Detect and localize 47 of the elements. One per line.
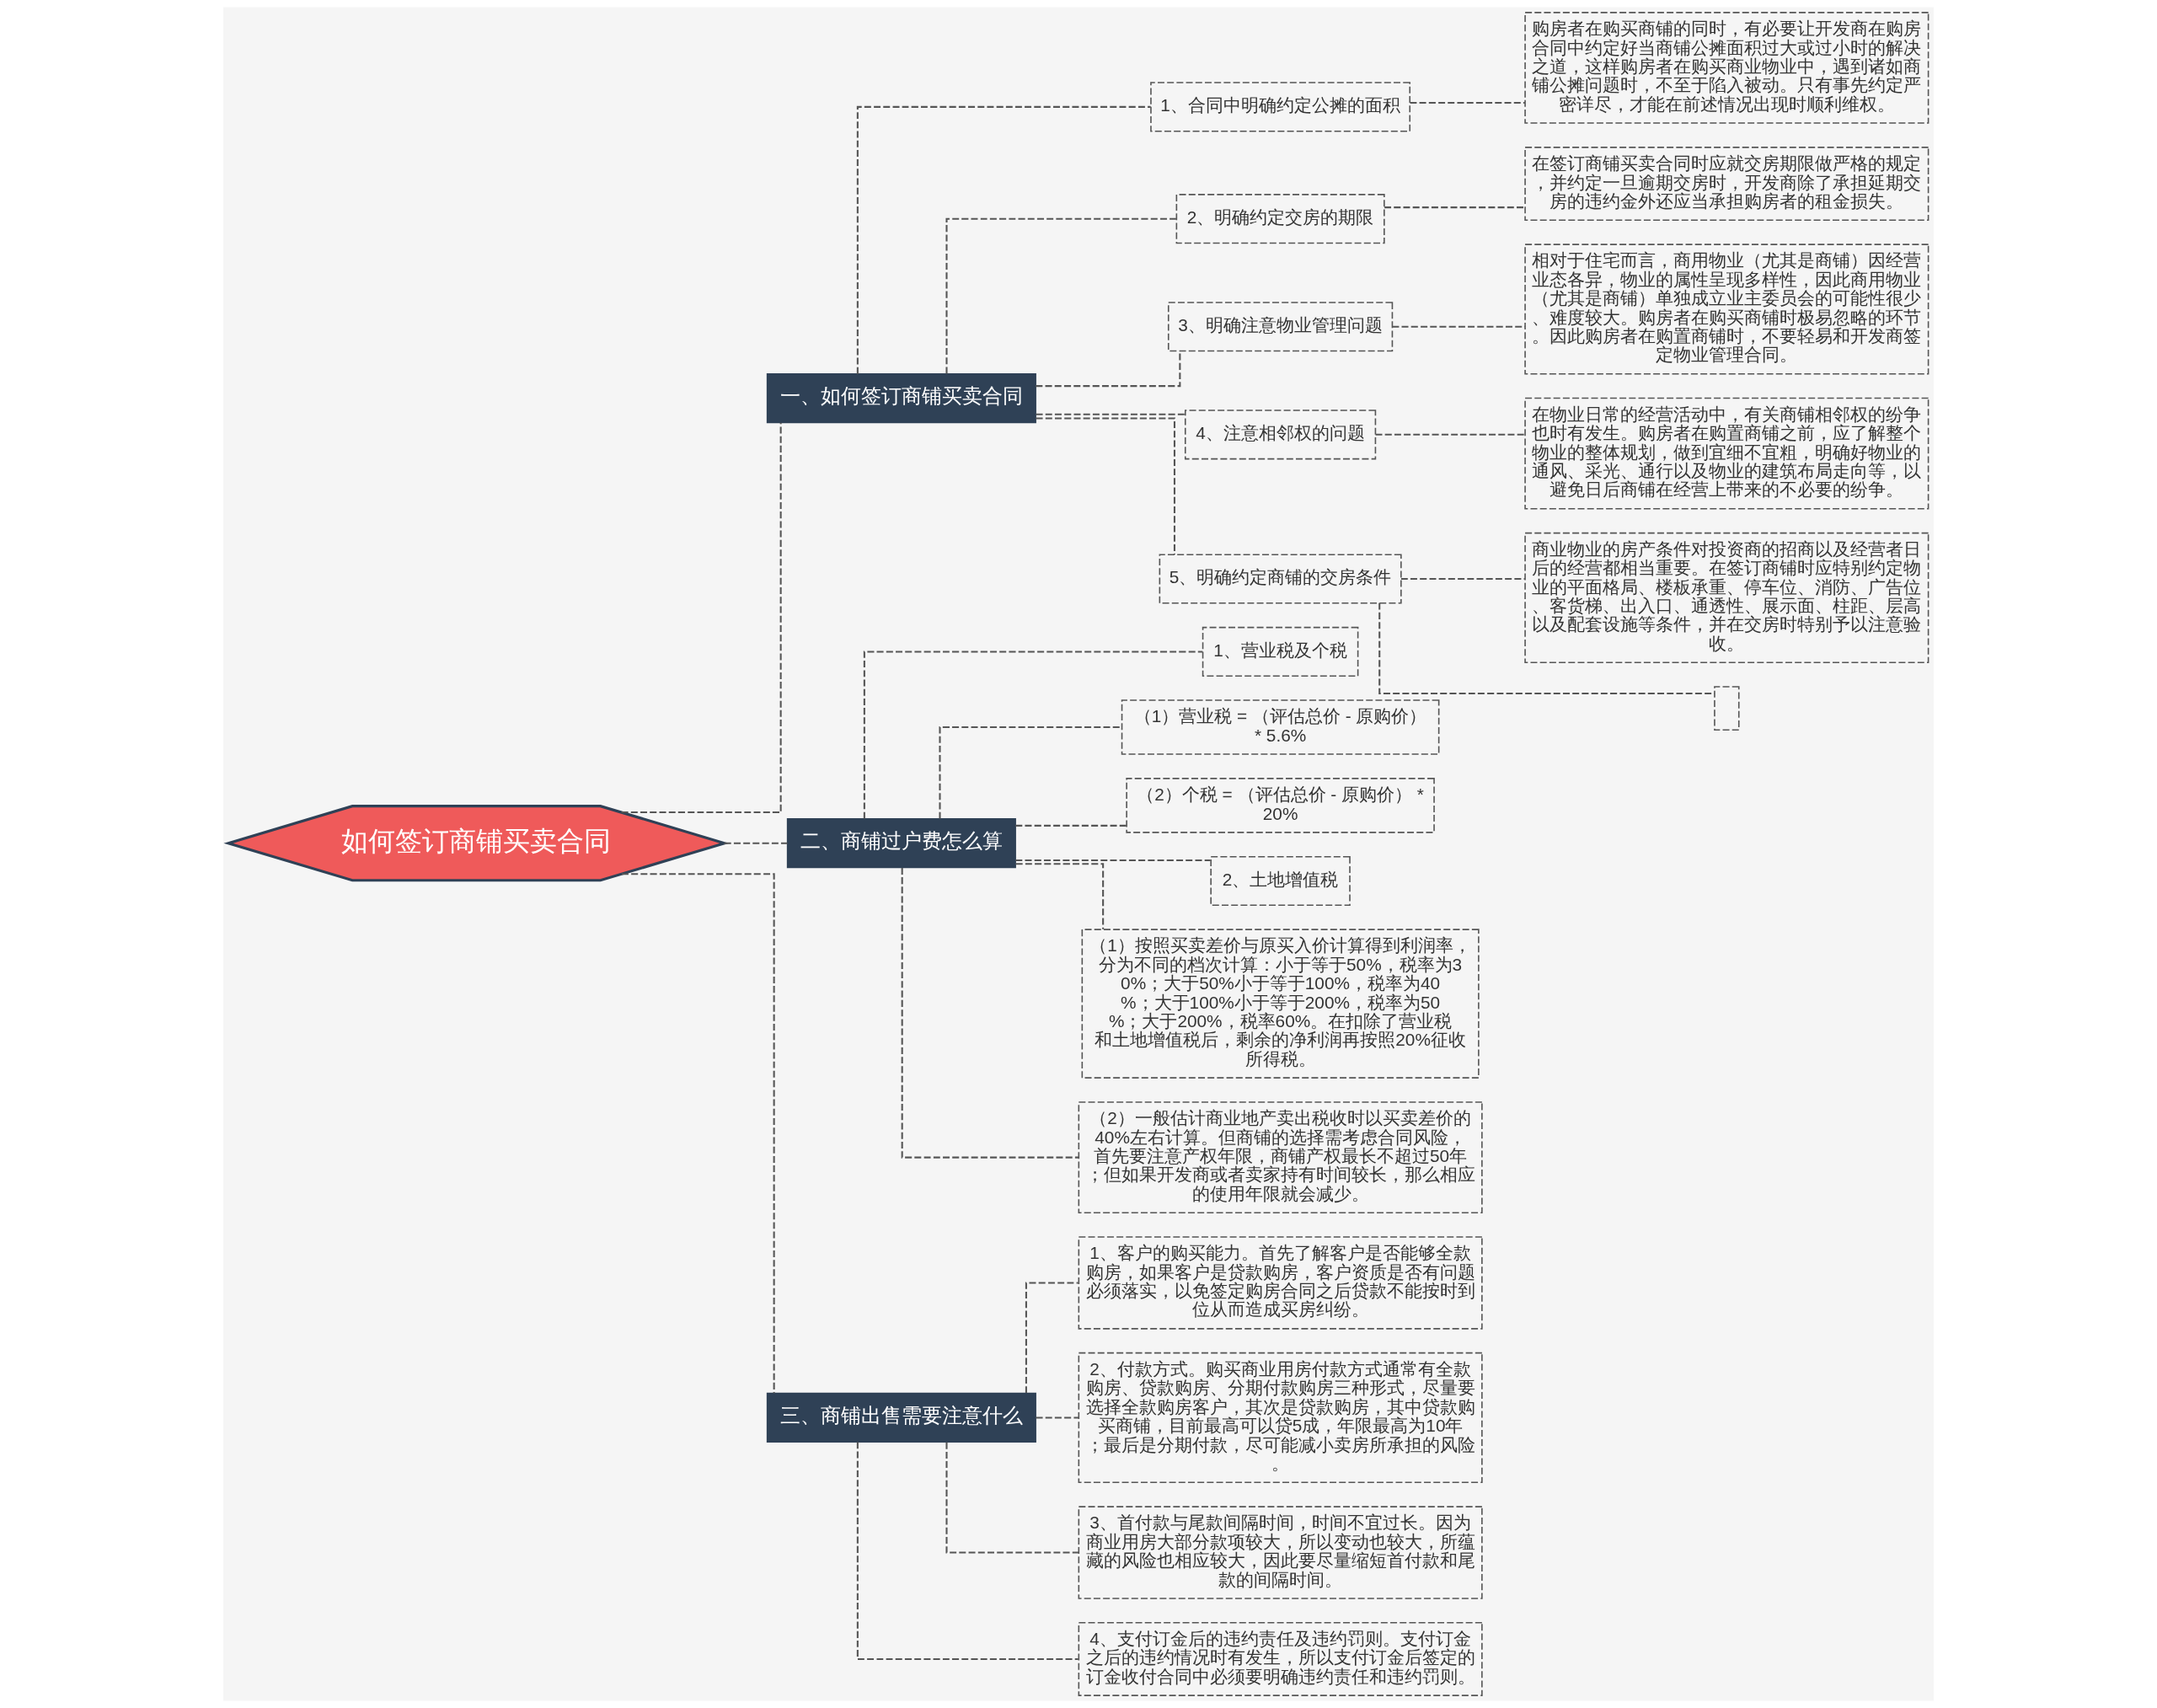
- node-box: 3、首付款与尾款间隔时间，时间不宜过长。因为商业用房大部分款项较大，所以变动也较大，所蕴藏的风险也相应较大，因此要尽量缩短首付款和尾款的间隔时间。: [1078, 1506, 1483, 1599]
- connector: [1025, 1282, 1078, 1394]
- connector: [945, 217, 1176, 374]
- connector: [1036, 413, 1186, 415]
- connector: [1015, 863, 1105, 929]
- node-box: 1、客户的购买能力。首先了解客户是否能够全款购房，如果客户是贷款购房，客户资质是否有问题必须落实，以免签定购房合同之后贷款不能按时到位从而造成买房纠纷。: [1078, 1236, 1483, 1330]
- node-box: 2、明确约定交房的期限: [1175, 194, 1385, 244]
- connector: [1400, 578, 1525, 581]
- connector: [901, 867, 1079, 1159]
- node-box: 相对于住宅而言，商用物业（尤其是商铺）因经营业态各异，物业的属性呈现多样性，因此商用物业（尤其是商铺）单独成立业主委员会的可能性很少、难度较大。购房者在购买商铺时极易忽略的环节。因此购房者在购置商铺时，不要轻易和开发商签定物业管理合同。: [1524, 244, 1930, 375]
- connector: [856, 105, 1151, 374]
- connector: [1036, 1416, 1079, 1419]
- node-box: 二、商铺过户费怎么算: [786, 818, 1016, 869]
- node-box: （2）一般估计商业地产卖出税收时以买卖差价的40%左右计算。但商铺的选择需考虑合同风险，首先要注意产权年限，商铺产权最长不超过50年；但如果开发商或者卖家持有时间较长，那么相应的使用年限就会减少。: [1078, 1101, 1483, 1213]
- node-box: 2、付款方式。购买商业用房付款方式通常有全款购房、贷款购房、分期付款购房三种形式，尽量要选择全款购房客户，其次是贷款购房，其中贷款购买商铺，目前最高可以贷5成，年限最高为10年；最后是分期付款，尽可能减小卖房所承担的风险。: [1078, 1352, 1483, 1484]
- node-box: （1）营业税 = （评估总价 - 原购价） * 5.6%: [1121, 699, 1440, 755]
- node-box: 4、支付订金后的违约责任及违约罚则。支付订金之后的违约情况时有发生，所以支付订金后签定的订金收付合同中必须要明确违约责任和违约罚则。: [1078, 1621, 1483, 1696]
- connector: [1378, 602, 1715, 695]
- node-box: [1714, 686, 1740, 731]
- connector: [1384, 206, 1525, 209]
- connector: [1036, 417, 1175, 555]
- node-box: 一、如何签订商铺买卖合同: [766, 372, 1036, 424]
- node-box: 三、商铺出售需要注意什么: [766, 1392, 1036, 1443]
- node-box: （1）按照买卖差价与原买入价计算得到利润率，分为不同的档次计算：小于等于50%，税率为30%；大于50%小于等于100%，税率为40%；大于100%小于等于200%，税率为50%；大于200%，税率60%。在扣除了营业税和土地增值税后，剩余的净利润再按照20%征收所得税。: [1081, 929, 1480, 1079]
- connector: [1392, 325, 1525, 328]
- connector: [945, 1442, 1079, 1554]
- connector: [939, 726, 1122, 819]
- connector: [621, 422, 782, 814]
- node-box: 在签订商铺买卖合同时应就交房期限做严格的规定，并约定一旦逾期交房时，开发商除了承担延期交房的违约金外还应当承担购房者的租金损失。: [1524, 147, 1930, 222]
- connector: [1410, 102, 1525, 104]
- connector: [863, 651, 1203, 819]
- node-box: 1、营业税及个税: [1202, 626, 1359, 677]
- connector: [1015, 824, 1127, 827]
- node-box: 商业物业的房产条件对投资商的招商以及经营者日后的经营都相当重要。在签订商铺时应特别约定物业的平面格局、楼板承重、停车位、消防、广告位、客货梯、出入口、通透性、展示面、柱距、层高以及配套设施等条件，并在交房时特别予以注意验收。: [1524, 532, 1930, 664]
- node-box: 2、土地增值税: [1210, 855, 1351, 907]
- node-box: 3、明确注意物业管理问题: [1167, 302, 1394, 352]
- node-box: 4、注意相邻权的问题: [1184, 410, 1377, 460]
- node-box: （2）个税 = （评估总价 - 原购价） * 20%: [1126, 778, 1435, 833]
- node-box: 5、明确约定商铺的交房条件: [1159, 554, 1402, 604]
- connector: [1015, 859, 1211, 861]
- node-box: 1、合同中明确约定公摊的面积: [1150, 82, 1411, 132]
- node-box: 购房者在购买商铺的同时，有必要让开发商在购房合同中约定好当商铺公摊面积过大或过小时的解决之道，这样购房者在购买商业物业中，遇到诸如商铺公摊问题时，不至于陷入被动。只有事先约定严密详尽，才能在前述情况出现时顺利维权。: [1524, 12, 1930, 124]
- connector: [1375, 433, 1525, 436]
- connector: [621, 873, 775, 1394]
- connector: [856, 1442, 1078, 1660]
- connector: [724, 842, 788, 844]
- node-box: 在物业日常的经营活动中，有关商铺相邻权的纷争也时有发生。购房者在购置商铺之前，应了解整个物业的整体规划，做到宜细不宜粗，明确好物业的通风、采光、通行以及物业的建筑布局走向等，以避免日后商铺在经营上带来的不必要的纷争。: [1524, 397, 1930, 510]
